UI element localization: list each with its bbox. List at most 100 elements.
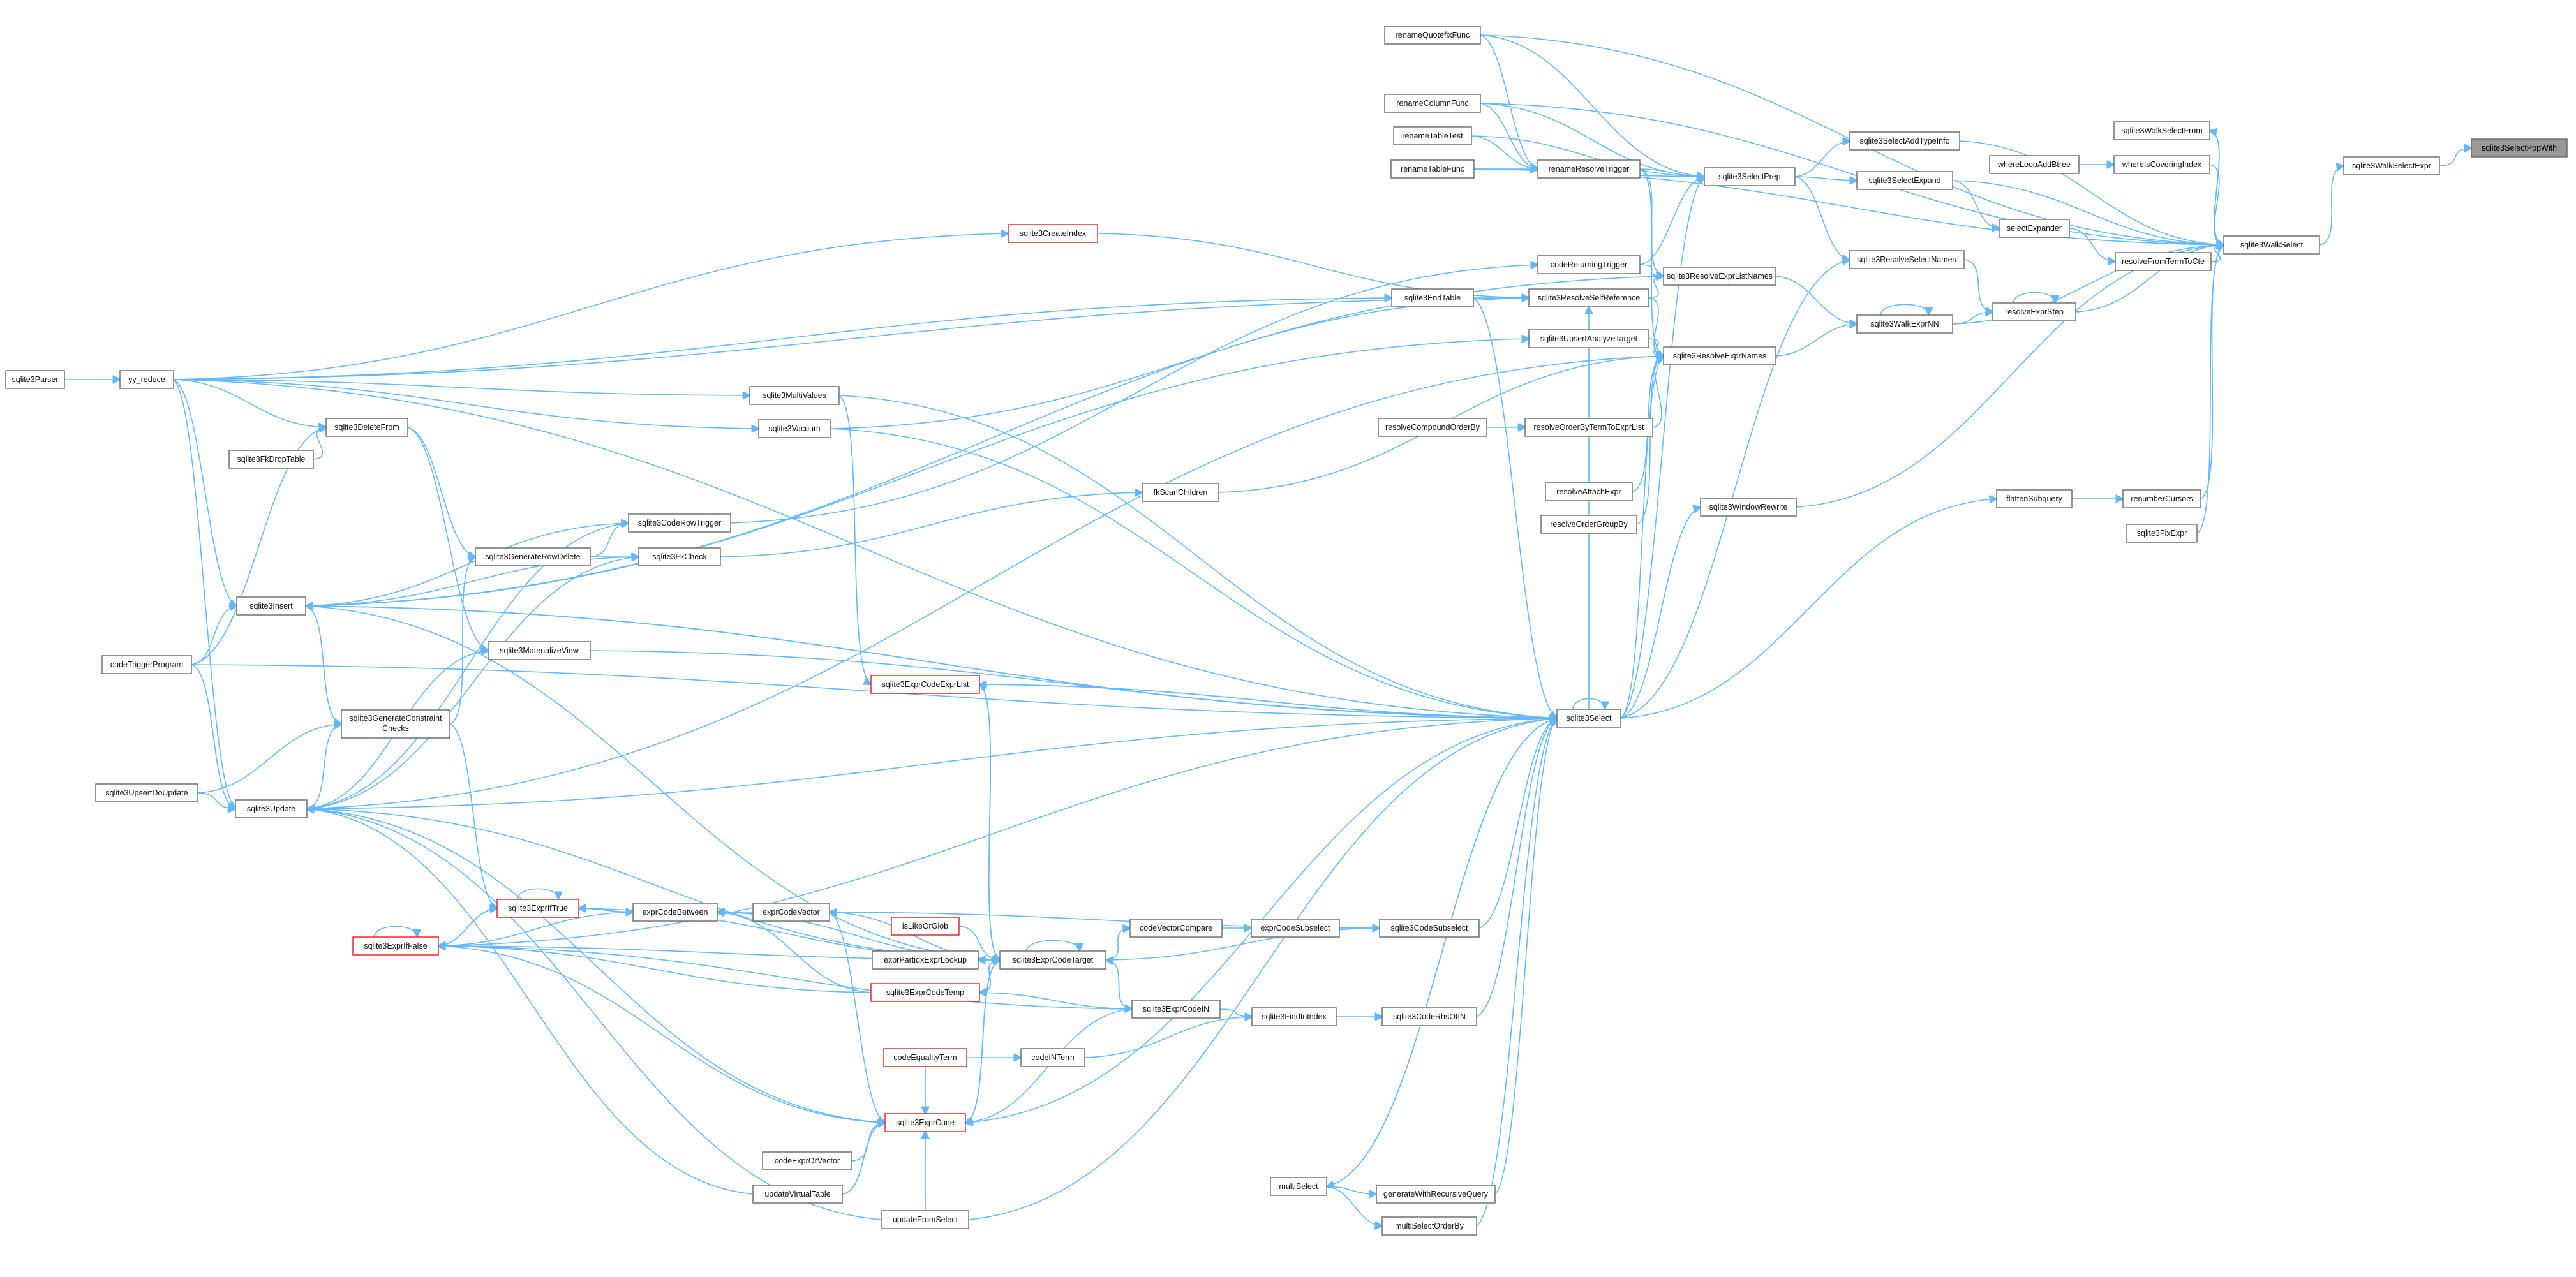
node-sqlite3WalkExprNN[interactable]: sqlite3WalkExprNN (1856, 314, 1953, 334)
node-resolveCompoundOrderBy[interactable]: resolveCompoundOrderBy (1378, 418, 1487, 437)
node-renameResolveTrigger[interactable]: renameResolveTrigger (1537, 159, 1641, 179)
edge-yy_reduce-to-sqlite3Insert (173, 379, 237, 606)
node-flattenSubquery[interactable]: flattenSubquery (1996, 489, 2073, 508)
node-box (1849, 131, 1960, 151)
node-sqlite3ExprCode[interactable]: sqlite3ExprCode (884, 1113, 966, 1132)
node-sqlite3FixExpr[interactable]: sqlite3FixExpr (2126, 524, 2198, 543)
node-sqlite3SelectPrep[interactable]: sqlite3SelectPrep (1704, 167, 1796, 186)
node-exprCodeVector[interactable]: exprCodeVector (752, 903, 830, 922)
node-sqlite3ExprCodeTarget[interactable]: sqlite3ExprCodeTarget (999, 950, 1106, 970)
node-selectExpander[interactable]: selectExpander (1999, 219, 2070, 238)
node-sqlite3ResolveSelectNames[interactable]: sqlite3ResolveSelectNames (1849, 250, 1965, 269)
node-sqlite3ExprIfFalse[interactable]: sqlite3ExprIfFalse (352, 936, 439, 956)
node-sqlite3ResolveExprNames[interactable]: sqlite3ResolveExprNames (1663, 346, 1776, 365)
edges-layer (64, 34, 2471, 1226)
node-sqlite3ResolveExprListNames[interactable]: sqlite3ResolveExprListNames (1663, 267, 1776, 286)
node-sqlite3ExprIfTrue[interactable]: sqlite3ExprIfTrue (496, 899, 579, 918)
node-codeEqualityTerm[interactable]: codeEqualityTerm (883, 1048, 967, 1067)
node-sqlite3ExprCodeTemp[interactable]: sqlite3ExprCodeTemp (870, 983, 980, 1002)
node-box (1528, 329, 1649, 348)
node-whereIsCoveringIndex[interactable]: whereIsCoveringIndex (2113, 155, 2210, 174)
node-codeTriggerProgram[interactable]: codeTriggerProgram (101, 655, 192, 674)
node-box (1528, 288, 1649, 307)
node-whereLoopAddBtree[interactable]: whereLoopAddBtree (1989, 155, 2080, 174)
edge-sqlite3SelectPrep-to-sqlite3SelectAddTypeInfo (1794, 141, 1850, 177)
node-generateWithRecursiveQuery[interactable]: generateWithRecursiveQuery (1376, 1185, 1496, 1204)
node-exprCodeSubselect[interactable]: exprCodeSubselect (1251, 919, 1340, 938)
node-sqlite3FindInIndex[interactable]: sqlite3FindInIndex (1251, 1007, 1337, 1026)
node-sqlite3CodeSubselect[interactable]: sqlite3CodeSubselect (1379, 919, 1480, 938)
node-sqlite3Update[interactable]: sqlite3Update (235, 799, 308, 818)
node-fkScanChildren[interactable]: fkScanChildren (1142, 483, 1219, 502)
node-sqlite3UpsertAnalyzeTarget[interactable]: sqlite3UpsertAnalyzeTarget (1528, 329, 1649, 348)
node-label: sqlite3WalkSelectFrom (2121, 126, 2202, 135)
node-sqlite3WindowRewrite[interactable]: sqlite3WindowRewrite (1700, 498, 1797, 517)
node-sqlite3ResolveSelfReference[interactable]: sqlite3ResolveSelfReference (1528, 288, 1649, 307)
node-sqlite3FkDropTable[interactable]: sqlite3FkDropTable (228, 450, 314, 469)
node-multiSelectOrderBy[interactable]: multiSelectOrderBy (1381, 1216, 1477, 1236)
node-sqlite3WalkSelect[interactable]: sqlite3WalkSelect (2223, 235, 2320, 255)
node-box (1663, 346, 1776, 365)
node-sqlite3EndTable[interactable]: sqlite3EndTable (1391, 288, 1474, 307)
node-renameColumnFunc[interactable]: renameColumnFunc (1384, 94, 1481, 113)
node-label: sqlite3WalkExprNN (1870, 320, 1939, 328)
node-renameTableTest[interactable]: renameTableTest (1393, 126, 1472, 145)
node-exprPartidxExprLookup[interactable]: exprPartidxExprLookup (872, 950, 979, 970)
node-resolveOrderByTermToExprList[interactable]: resolveOrderByTermToExprList (1524, 418, 1653, 437)
edge-whereIsCoveringIndex-to-sqlite3WalkSelect (2209, 164, 2224, 245)
edge-sqlite3SelectPrep-to-sqlite3SelectExpand (1794, 176, 1857, 181)
node-label: fkScanChildren (1154, 488, 1208, 497)
node-sqlite3UpsertDoUpdate[interactable]: sqlite3UpsertDoUpdate (95, 783, 198, 802)
node-codeExprOrVector[interactable]: codeExprOrVector (762, 1151, 852, 1170)
node-resolveAttachExpr[interactable]: resolveAttachExpr (1545, 482, 1633, 501)
node-box (1391, 288, 1474, 307)
edge-sqlite3Update-to-sqlite3CodeRowTrigger (306, 523, 629, 809)
node-yy_reduce[interactable]: yy_reduce (119, 370, 174, 389)
edge-sqlite3ExprCode-to-sqlite3ExprIfFalse (438, 946, 886, 1123)
node-sqlite3Select[interactable]: sqlite3Select (1556, 709, 1621, 728)
edge-yy_reduce-to-sqlite3EndTable (173, 298, 1392, 380)
node-sqlite3MaterializeView[interactable]: sqlite3MaterializeView (488, 641, 591, 660)
node-codeVectorCompare[interactable]: codeVectorCompare (1129, 919, 1223, 938)
node-exprCodeBetween[interactable]: exprCodeBetween (632, 903, 718, 922)
node-resolveExprStep[interactable]: resolveExprStep (1992, 302, 2076, 321)
node-sqlite3Vacuum[interactable]: sqlite3Vacuum (758, 419, 831, 438)
node-isLikeOrGlob[interactable]: isLikeOrGlob (891, 917, 960, 936)
node-sqlite3CodeRowTrigger[interactable]: sqlite3CodeRowTrigger (628, 513, 731, 533)
edge-sqlite3Select-to-sqlite3ResolveExprNames (1620, 356, 1664, 719)
edge-sqlite3Select-to-sqlite3Update (307, 718, 1558, 809)
node-updateVirtualTable[interactable]: updateVirtualTable (752, 1185, 843, 1204)
node-sqlite3Insert[interactable]: sqlite3Insert (236, 596, 306, 616)
node-sqlite3ExprCodeIN[interactable]: sqlite3ExprCodeIN (1131, 1000, 1221, 1019)
node-sqlite3GenerateRowDelete[interactable]: sqlite3GenerateRowDelete (475, 547, 591, 566)
node-sqlite3SelectExpand[interactable]: sqlite3SelectExpand (1856, 171, 1953, 190)
edge-yy_reduce-to-sqlite3CreateIndex (173, 233, 1008, 380)
node-sqlite3ExprCodeExprList[interactable]: sqlite3ExprCodeExprList (870, 675, 980, 694)
node-resolveOrderGroupBy[interactable]: resolveOrderGroupBy (1540, 515, 1637, 534)
node-sqlite3SelectPopWith[interactable]: sqlite3SelectPopWith (2471, 138, 2568, 158)
node-renumberCursors[interactable]: renumberCursors (2122, 489, 2201, 508)
node-multiSelect[interactable]: multiSelect (1270, 1177, 1327, 1196)
node-codeReturningTrigger[interactable]: codeReturningTrigger (1537, 255, 1641, 274)
edge-sqlite3CodeRowTrigger-to-codeReturningTrigger (730, 265, 1538, 524)
node-sqlite3CodeRhsOfIN[interactable]: sqlite3CodeRhsOfIN (1381, 1007, 1477, 1026)
node-sqlite3MultiValues[interactable]: sqlite3MultiValues (749, 386, 840, 405)
node-sqlite3WalkSelectFrom[interactable]: sqlite3WalkSelectFrom (2113, 121, 2210, 140)
node-sqlite3DeleteFrom[interactable]: sqlite3DeleteFrom (325, 418, 408, 437)
node-label: exprPartidxExprLookup (884, 956, 967, 964)
edge-renameQuotefixFunc-to-sqlite3SelectPrep (1480, 34, 1704, 177)
node-sqlite3Parser[interactable]: sqlite3Parser (5, 370, 65, 389)
node-sqlite3FkCheck[interactable]: sqlite3FkCheck (638, 547, 721, 566)
node-resolveFromTermToCte[interactable]: resolveFromTermToCte (2115, 252, 2212, 271)
node-renameQuotefixFunc[interactable]: renameQuotefixFunc (1384, 26, 1481, 45)
node-sqlite3SelectAddTypeInfo[interactable]: sqlite3SelectAddTypeInfo (1849, 131, 1960, 151)
node-sqlite3CreateIndex[interactable]: sqlite3CreateIndex (1008, 224, 1098, 243)
node-updateFromSelect[interactable]: updateFromSelect (881, 1210, 969, 1229)
node-label: sqlite3MaterializeView (500, 646, 579, 655)
node-codeINTerm[interactable]: codeINTerm (1020, 1048, 1085, 1067)
edge-sqlite3ExprCodeTemp-to-exprCodeBetween (717, 912, 872, 993)
node-sqlite3WalkSelectExpr[interactable]: sqlite3WalkSelectExpr (2343, 156, 2440, 175)
node-renameTableFunc[interactable]: renameTableFunc (1390, 159, 1475, 179)
